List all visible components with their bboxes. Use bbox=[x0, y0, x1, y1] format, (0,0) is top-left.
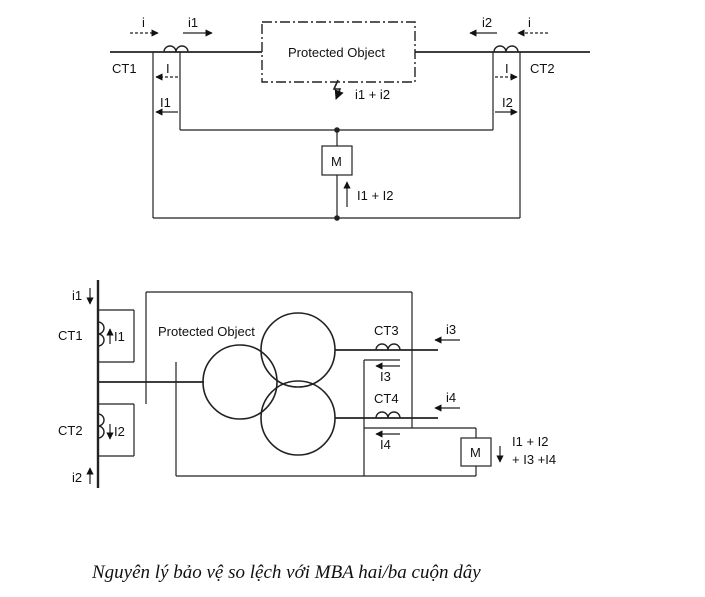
secondary-I2: I2 bbox=[502, 95, 513, 110]
relay-label: M bbox=[470, 445, 481, 460]
ct2-label: CT2 bbox=[530, 61, 555, 76]
transformer-winding-3 bbox=[260, 380, 336, 456]
ct3-coil bbox=[375, 343, 401, 351]
figure-caption: Nguyên lý bảo vệ so lệch với MBA hai/ba … bbox=[92, 562, 481, 583]
junction-dot bbox=[334, 215, 340, 221]
ct2-label: CT2 bbox=[58, 423, 83, 438]
secondary-I4: I4 bbox=[380, 437, 391, 452]
protected-object-label: Protected Object bbox=[288, 45, 385, 60]
protected-object-box bbox=[261, 21, 416, 83]
current-i1: i1 bbox=[72, 288, 82, 303]
ct1-label: CT1 bbox=[58, 328, 83, 343]
secondary-I1: I1 bbox=[160, 95, 171, 110]
ct2-coil bbox=[97, 413, 105, 439]
fault-lightning-icon bbox=[332, 79, 344, 100]
current-i3: i3 bbox=[446, 322, 456, 337]
current-i-right: i bbox=[528, 15, 531, 30]
current-i1: i1 bbox=[188, 15, 198, 30]
relay-current-line2: + I3 +I4 bbox=[512, 452, 556, 467]
current-i-left: i bbox=[142, 15, 145, 30]
relay-current-label: I1 + I2 bbox=[357, 188, 394, 203]
ct2-coil bbox=[493, 45, 519, 53]
secondary-I1: I1 bbox=[114, 329, 125, 344]
ct3-label: CT3 bbox=[374, 323, 399, 338]
secondary-I2: I2 bbox=[114, 424, 125, 439]
current-i2: i2 bbox=[72, 470, 82, 485]
protected-object-label: Protected Object bbox=[158, 324, 255, 339]
transformer-winding-2 bbox=[260, 312, 336, 388]
junction-dot bbox=[334, 127, 340, 133]
secondary-I3: I3 bbox=[380, 369, 391, 384]
current-i4: i4 bbox=[446, 390, 456, 405]
diagram-2-labels: Protected Object i1 i2 CT1 CT2 I1 I2 CT3… bbox=[58, 288, 556, 485]
diagram-1-two-winding bbox=[110, 21, 590, 221]
ct4-coil bbox=[375, 411, 401, 419]
fault-current-label: i1 + i2 bbox=[355, 87, 390, 102]
transformer-winding-1 bbox=[202, 344, 278, 420]
diagram-2-three-winding bbox=[86, 280, 504, 488]
ct1-coil bbox=[97, 321, 105, 347]
secondary-I-right: I bbox=[505, 61, 509, 76]
secondary-I-left: I bbox=[166, 61, 170, 76]
ct4-label: CT4 bbox=[374, 391, 399, 406]
relay-label: M bbox=[331, 154, 342, 169]
ct1-coil bbox=[163, 45, 189, 53]
current-i2: i2 bbox=[482, 15, 492, 30]
ct1-label: CT1 bbox=[112, 61, 137, 76]
relay-current-line1: I1 + I2 bbox=[512, 434, 549, 449]
diagram-1-labels: Protected Object CT1 CT2 i i1 i2 i I I I… bbox=[112, 15, 555, 203]
